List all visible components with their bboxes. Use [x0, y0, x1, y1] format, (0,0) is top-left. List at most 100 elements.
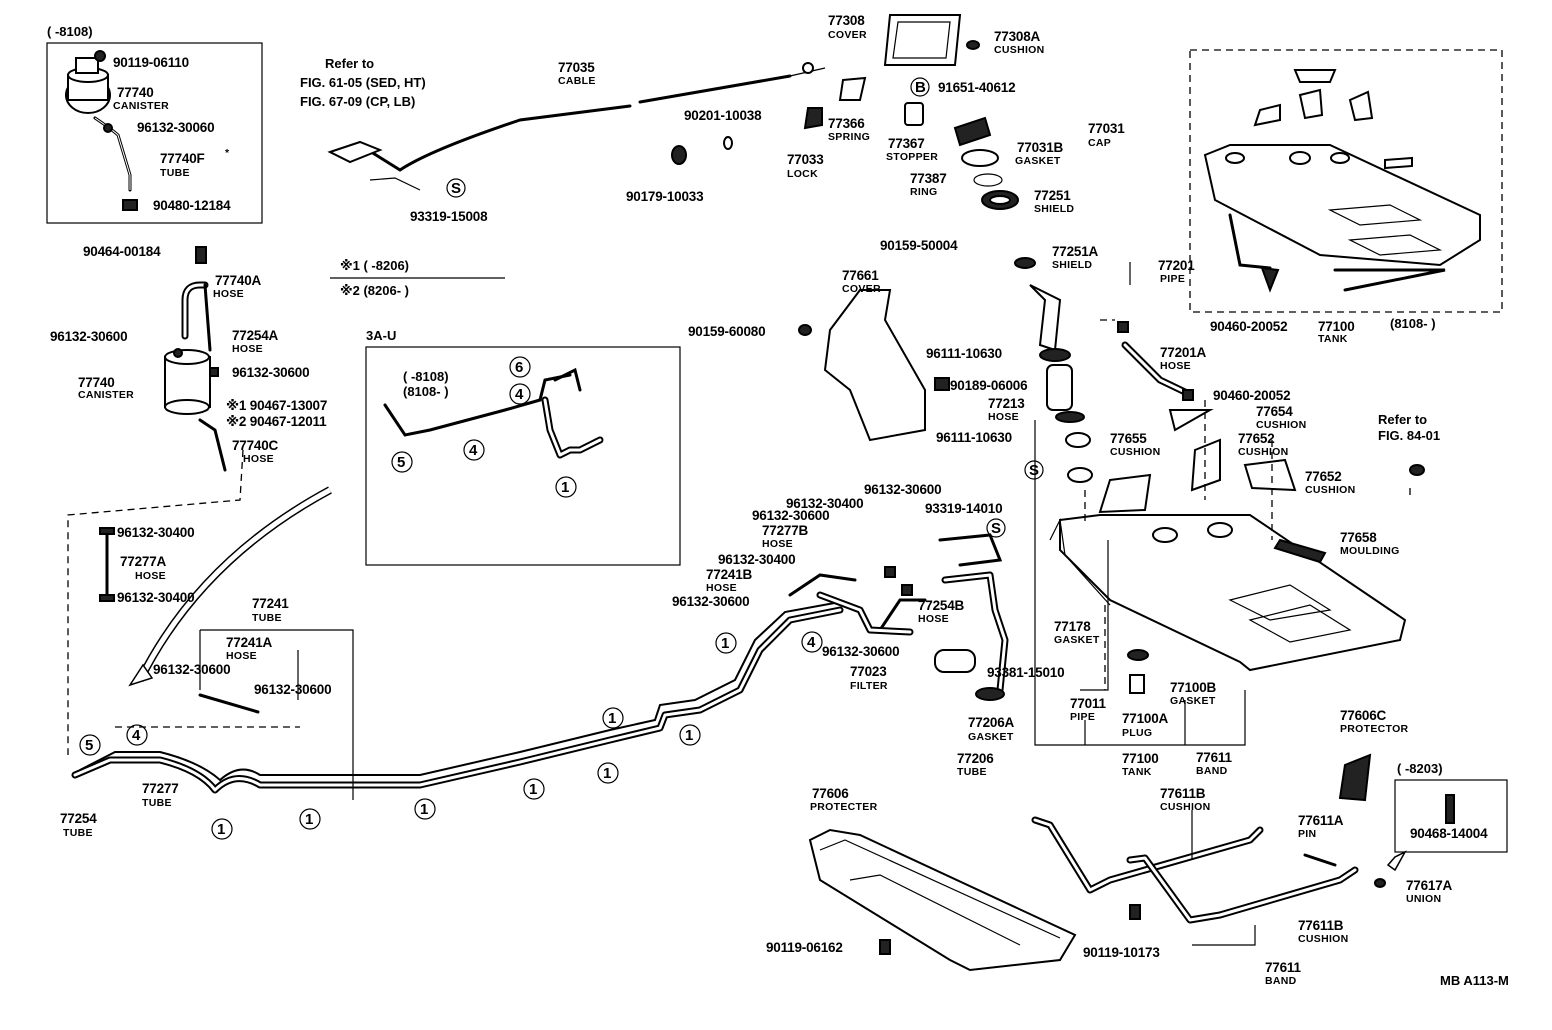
part-number: 77652 [1238, 431, 1275, 446]
svg-text:4: 4 [469, 442, 478, 459]
part-number: 90460-20052 [1210, 319, 1287, 334]
date-note-pin: ( -8203) [1397, 761, 1443, 776]
part-name: SHIELD [1052, 259, 1092, 271]
circled-marker-1: 1 [211, 818, 233, 840]
svg-text:1: 1 [217, 821, 225, 838]
canister-inset-box [46, 42, 263, 224]
part-number: 77611 [1196, 750, 1232, 765]
circled-marker-5: 5 [391, 451, 413, 473]
part-name: HOSE [762, 538, 793, 550]
fuel-tank-upper-drawing [1203, 69, 1481, 293]
part-name: GASKET [1054, 634, 1100, 646]
part-name: PIPE [1070, 711, 1095, 723]
part-number: 77611 [1265, 960, 1301, 975]
artwork [46, 14, 1508, 972]
part-number: 77011 [1070, 696, 1106, 711]
svg-text:5: 5 [397, 454, 405, 471]
svg-text:B: B [915, 79, 926, 96]
part-number: 77206A [968, 715, 1015, 730]
legend-note-1: ※1 ( -8206) [340, 258, 409, 273]
part-number: 77178 [1054, 619, 1091, 634]
circled-marker-s: S [446, 178, 466, 198]
part-number: 77206 [957, 751, 994, 766]
part-number: 90189-06006 [950, 378, 1028, 393]
part-name: SHIELD [1034, 203, 1074, 215]
bands-protectors-drawing [808, 753, 1407, 972]
part-number: 77387 [910, 171, 947, 186]
part-name: MOULDING [1340, 545, 1400, 557]
part-number: 77023 [850, 664, 887, 679]
part-number: 77611B [1298, 918, 1344, 933]
part-number: 96132-30400 [718, 552, 795, 567]
filler-pipe-drawing [934, 284, 1194, 448]
part-number: 77100 [1122, 751, 1159, 766]
part-number: 77606C [1340, 708, 1387, 723]
part-number: 77254A [232, 328, 279, 343]
circled-marker-1: 1 [715, 632, 737, 654]
part-number: 77241A [226, 635, 273, 650]
part-name: CAP [1088, 137, 1111, 149]
part-number: 77308A [994, 29, 1041, 44]
circled-marker-b: B [910, 77, 930, 97]
part-name: CUSHION [1238, 446, 1289, 458]
part-number: 90119-06110 [113, 55, 189, 70]
part-number: 77277B [762, 523, 809, 538]
svg-text:S: S [1029, 462, 1039, 479]
svg-text:4: 4 [807, 634, 816, 651]
part-number: 77254B [918, 598, 965, 613]
part-name: COVER [842, 283, 881, 295]
part-number: 77213 [988, 396, 1025, 411]
circled-marker-6: 6 [509, 356, 531, 378]
main-fuel-tubes [71, 601, 844, 794]
part-name: LOCK [787, 168, 818, 180]
svg-text:S: S [451, 180, 461, 197]
part-name: TUBE [142, 797, 172, 809]
part-name: HOSE [135, 570, 166, 582]
part-name: HOSE [1160, 360, 1191, 372]
part-name: CABLE [558, 75, 596, 87]
canister-assembly-drawing [164, 246, 227, 472]
part-name: CUSHION [1110, 446, 1161, 458]
part-number: 90460-20052 [1213, 388, 1290, 403]
svg-text:4: 4 [515, 386, 524, 403]
part-name: CUSHION [994, 44, 1045, 56]
cover-77661-drawing [823, 289, 926, 442]
part-number: 77740 [117, 85, 154, 100]
part-number: 93319-14010 [925, 501, 1002, 516]
circled-markers: 1 4 6 4 5 5 4 1 1 1 1 1 1 1 1 4 S B S S [79, 77, 1044, 840]
part-name: CANISTER [113, 100, 169, 112]
part-name: PROTECTER [810, 801, 878, 813]
circled-marker-1: 1 [299, 808, 321, 830]
part-name: CUSHION [1305, 484, 1356, 496]
part-number: 96132-30600 [153, 662, 230, 677]
part-number: 90119-06162 [766, 940, 843, 955]
circled-marker-4: 4 [126, 724, 148, 746]
part-number: 77201A [1160, 345, 1207, 360]
part-name: CUSHION [1160, 801, 1211, 813]
svg-text:1: 1 [420, 801, 428, 818]
part-name: FILTER [850, 680, 888, 692]
part-name: PROTECTOR [1340, 723, 1409, 735]
circled-marker-4: 4 [463, 439, 485, 461]
part-number: 90159-60080 [688, 324, 765, 339]
part-number: 96111-10630 [926, 346, 1002, 361]
part-number: 77308 [828, 13, 865, 28]
part-number: 77661 [842, 268, 879, 283]
circled-marker-s: S [1024, 460, 1044, 480]
part-number: 96132-30400 [786, 496, 863, 511]
labels: ( -8108) (8108- ) ( -8203) ※1 ( -8206) ※… [47, 13, 1509, 988]
part-number: 77031 [1088, 121, 1125, 136]
part-number: 77655 [1110, 431, 1147, 446]
circled-marker-1: 1 [597, 762, 619, 784]
part-name: CUSHION [1256, 419, 1307, 431]
tank-upper-box [1189, 49, 1503, 313]
part-number: 96132-30400 [117, 590, 194, 605]
part-number: 77740C [232, 438, 279, 453]
part-name: COVER [828, 29, 867, 41]
circled-marker-5: 5 [79, 734, 101, 756]
part-number: 96132-30600 [822, 644, 899, 659]
pin-inset-box [1394, 779, 1508, 853]
part-name: GASKET [968, 731, 1014, 743]
part-name: HOSE [232, 343, 263, 355]
